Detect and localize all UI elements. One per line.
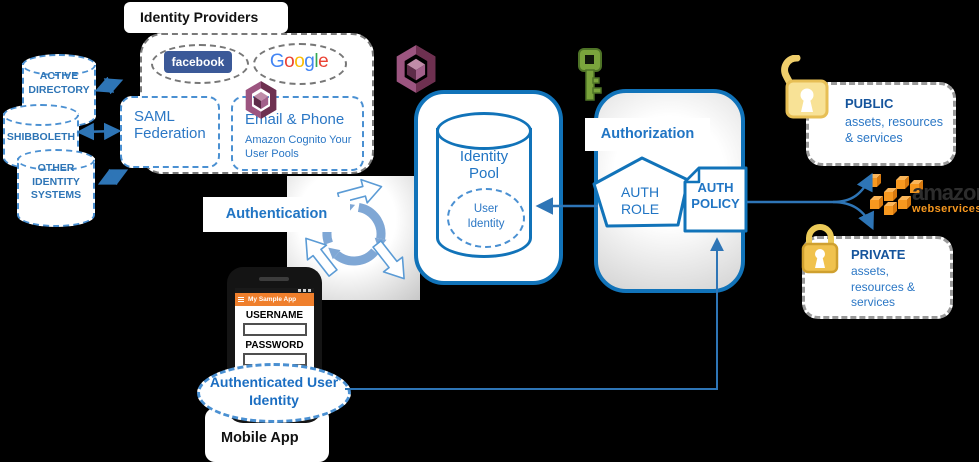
authenticated-user-identity-label: Authenticated User Identity <box>209 374 339 409</box>
shibboleth-label: SHIBBOLETH <box>6 131 76 143</box>
arrow-shibboleth-saml <box>76 122 122 141</box>
active-directory-label: ACTIVE DIRECTORY <box>28 70 90 96</box>
amazon-wordmark: amazon <box>912 180 979 205</box>
google-letter: e <box>318 51 329 72</box>
app-bar: My Sample App <box>235 293 314 306</box>
phone-speaker <box>259 277 289 281</box>
mobile-app-label: Mobile App <box>221 430 299 446</box>
cylinder-top <box>22 54 96 76</box>
user-identity-ellipse: User Identity <box>447 188 525 248</box>
private-subtitle: assets, resources & services <box>851 264 916 310</box>
cylinder-top <box>436 112 532 150</box>
menu-icon[interactable] <box>238 297 244 303</box>
google-letter: G <box>269 51 285 72</box>
key-icon <box>578 48 602 101</box>
google-letter: l <box>314 51 319 72</box>
arrow-to-public <box>832 172 873 204</box>
google-letter: o <box>294 51 305 72</box>
user-identity-label: User Identity <box>467 203 505 230</box>
webservices-wordmark: webservices <box>912 203 979 215</box>
saml-federation-label: SAML Federation <box>134 108 206 143</box>
google-logo: Google <box>261 49 337 75</box>
password-label: PASSWORD <box>245 340 304 351</box>
cognito-icon <box>396 45 436 93</box>
cylinder-top <box>3 104 79 126</box>
saml-federation-box: SAML Federation <box>120 96 220 168</box>
other-identity-systems-label: OTHER IDENTITY SYSTEMS <box>30 162 82 202</box>
public-resources-box: PUBLIC assets, resources & services <box>806 82 956 166</box>
email-phone-label: Email & Phone <box>245 111 345 128</box>
authentication-label: Authentication <box>203 197 350 232</box>
private-resources-box: PRIVATE assets, resources & services <box>802 236 953 319</box>
public-title: PUBLIC <box>845 96 894 111</box>
arrow-active-directory-saml <box>94 76 124 95</box>
auth-role-label: AUTH ROLE <box>620 184 660 217</box>
facebook-logo: facebook <box>164 51 232 73</box>
google-ellipse <box>253 43 347 85</box>
auth-policy-label: AUTH POLICY <box>691 180 740 212</box>
status-icon <box>308 289 311 292</box>
cognito-user-pools-label: Amazon Cognito Your User Pools <box>245 134 352 161</box>
email-phone-box: Email & Phone Amazon Cognito Your User P… <box>231 96 364 171</box>
arrow-to-private <box>832 200 874 231</box>
username-label: USERNAME <box>245 310 304 321</box>
cylinder-top <box>17 149 95 171</box>
out-arrow-left <box>305 237 338 277</box>
identity-providers-title: Identity Providers <box>124 2 288 33</box>
out-arrow-right <box>372 240 405 280</box>
aws-logo: amazon webservices <box>912 180 979 216</box>
google-letter: g <box>304 51 315 72</box>
other-identity-systems-cylinder: OTHER IDENTITY SYSTEMS <box>17 149 95 227</box>
google-letter: o <box>284 51 295 72</box>
status-icon <box>298 289 301 292</box>
private-title: PRIVATE <box>851 247 906 262</box>
status-icon <box>303 289 306 292</box>
phone-status-bar <box>235 288 314 293</box>
authenticated-user-identity-ellipse: Authenticated User Identity <box>197 363 351 423</box>
arrow-other-systems-saml <box>97 168 129 186</box>
app-bar-title: My Sample App <box>248 296 297 303</box>
public-subtitle: assets, resources & services <box>845 115 943 146</box>
identity-pool-label: Identity Pool <box>459 148 509 183</box>
username-input[interactable] <box>242 323 307 336</box>
authorization-label: Authorization <box>585 118 710 151</box>
